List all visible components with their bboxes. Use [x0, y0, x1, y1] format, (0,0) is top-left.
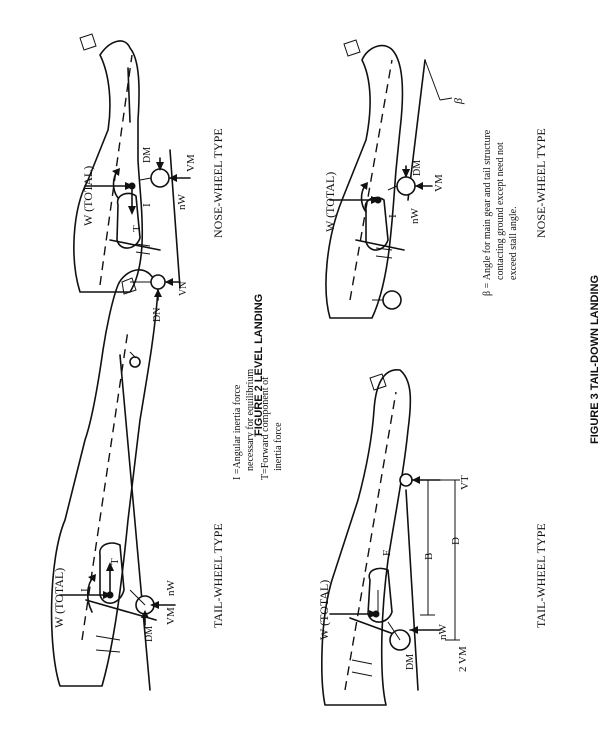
- fig3-tw-ground-line: [405, 489, 419, 691]
- fig3-tw-centerline: [344, 391, 397, 691]
- fig3-tw-e-label: E: [381, 549, 393, 556]
- fig2-nw-fuselage: [73, 40, 144, 293]
- fig2-tw-ground-line: [119, 354, 151, 691]
- fig2-nw-vm-label: VM: [185, 154, 197, 172]
- fig2-tw-i-label: I: [79, 588, 91, 592]
- fig2-nw-i-label: I: [141, 203, 153, 207]
- fig3-tw-engine: [367, 567, 393, 623]
- fig3-tw-vt-label: VT: [459, 475, 471, 490]
- fig2-tw-nw-label: nW: [165, 580, 177, 597]
- fig3-tw-tail-wheel: [399, 473, 413, 487]
- fig3-nw-nw-label: nW: [409, 208, 421, 225]
- fig3-tw-fuselage: [321, 369, 412, 706]
- fig2-tw-centerline: [81, 329, 129, 641]
- fig3-tw-nw-label: nW: [437, 624, 449, 641]
- fig2-tw-dm-label: DM: [144, 626, 155, 642]
- fig3-tw-d-label: D: [450, 537, 462, 545]
- fig2-nw-tail-fin: [79, 33, 97, 51]
- fig3-nw-w-label: W (TOTAL): [323, 172, 337, 232]
- fig3-tail-wheel-aircraft: [321, 369, 460, 706]
- fig2-legend-t-line2: inertia force: [273, 422, 284, 471]
- fig3-nw-ground-line: [407, 59, 426, 201]
- fig3-nw-centerline: [349, 59, 393, 301]
- fig3-nose-wheel-aircraft: [325, 39, 453, 319]
- fig3-nw-main-wheel: [396, 176, 416, 196]
- fig3-nw-beta-def-line1: β = Angle for main gear and tail structu…: [482, 129, 493, 296]
- fig2-tw-w-label: W (TOTAL): [52, 568, 66, 628]
- fig2-tw-type-label: TAIL-WHEEL TYPE: [211, 523, 225, 628]
- fig2-tw-t-label: T: [109, 558, 121, 565]
- fig3-nw-engine: [364, 196, 389, 251]
- fig3-caption: FIGURE 3 TAIL-DOWN LANDING: [589, 275, 601, 444]
- fig2-legend-i-line1: I =Angular inertia force: [232, 384, 243, 480]
- fig2-tw-fuselage: [50, 269, 159, 687]
- fig2-tw-engine: [99, 542, 125, 604]
- fig2-caption: FIGURE 2 LEVEL LANDING: [253, 294, 265, 436]
- fig2-tw-vm-label: VM: [165, 607, 177, 625]
- fig3-tw-vm-label: 2 VM: [457, 646, 469, 672]
- fig2-nose-wheel-aircraft: [73, 33, 191, 301]
- fig2-tw-tail-fin: [121, 277, 137, 295]
- fig3-tw-dm-label: DM: [405, 654, 416, 670]
- fig2-nw-main-wheel: [150, 168, 170, 188]
- fig3-nw-beta-label: β: [451, 98, 465, 105]
- fig2-nw-engine: [116, 192, 141, 249]
- fig2-nw-centerline: [99, 54, 133, 286]
- fig3-nw-dm-label: DM: [412, 160, 423, 176]
- fig3-tw-b-label: B: [423, 553, 435, 560]
- fig2-tw-tail-wheel: [129, 356, 141, 368]
- fig3-nw-i-label: I: [387, 214, 399, 218]
- fig2-nw-t-label: T: [131, 225, 143, 232]
- fig2-nw-ground-line: [169, 149, 181, 289]
- fig2-nw-wing: [109, 239, 161, 251]
- fig2-legend-i-line2: necessary for equilibrium: [245, 369, 256, 471]
- fig2-nw-nose-wheel: [150, 274, 166, 290]
- fig3-nw-nose-wheel: [382, 290, 402, 310]
- fig2-nw-nw-label: nW: [176, 194, 188, 211]
- fig3-nw-vm-label: VM: [433, 174, 445, 192]
- fig2-tw-prop: [95, 635, 121, 653]
- fig2-tail-wheel-aircraft: [50, 269, 176, 691]
- fig2-legend-t-line1: T=Forward component of: [260, 376, 271, 480]
- fig3-nw-beta-def-line2: contacting ground except need not: [495, 142, 506, 280]
- fig3-tw-type-label: TAIL-WHEEL TYPE: [534, 523, 548, 628]
- fig3-nw-type-label: NOSE-WHEEL TYPE: [534, 128, 548, 238]
- fig2-nw-type-label: NOSE-WHEEL TYPE: [211, 128, 225, 238]
- fig2-nw-dm-label: DM: [142, 147, 153, 163]
- fig3-tw-w-label: W (TOTAL): [317, 580, 331, 640]
- fig2-nw-w-label: W (TOTAL): [81, 166, 95, 226]
- fig3-nw-wing: [355, 239, 405, 251]
- fig2-nw-dn-label: DN: [152, 308, 163, 322]
- fig3-nw-beta-def-line3: exceed stall angle.: [508, 206, 519, 280]
- fig3-nw-fuselage: [325, 44, 404, 319]
- fig2-nw-vn-label: VN: [178, 282, 189, 296]
